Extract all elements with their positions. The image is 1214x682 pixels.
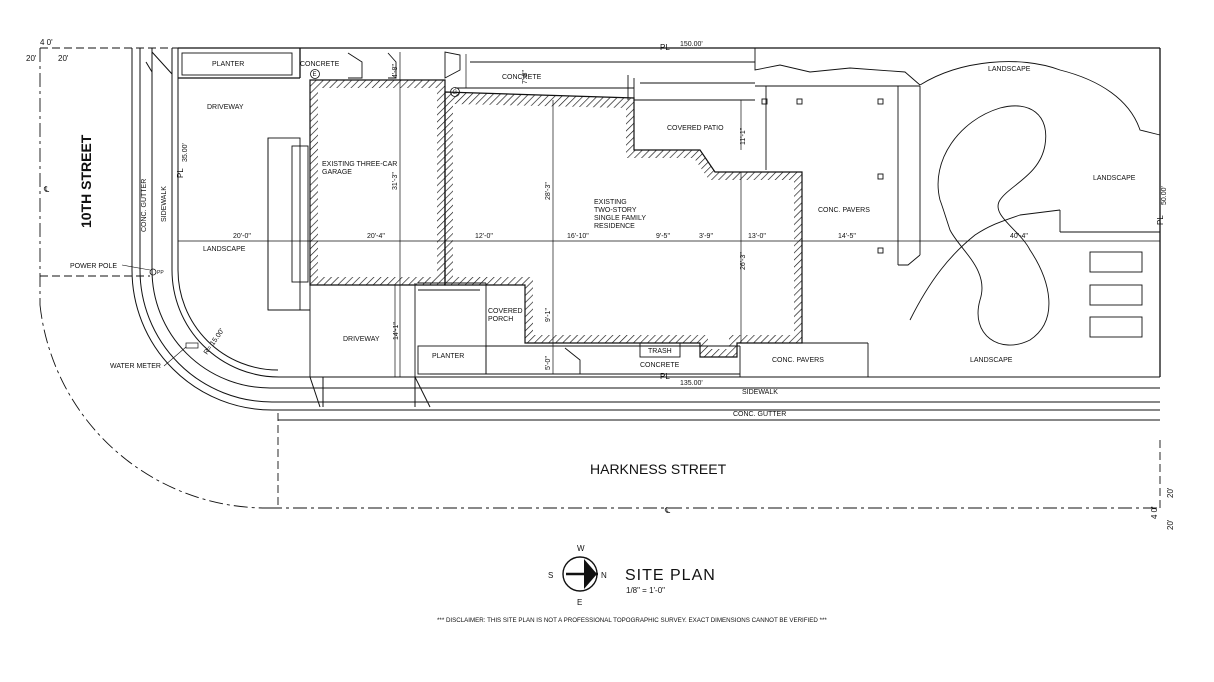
row-half-label: 20' — [1166, 487, 1175, 498]
power-pole-label: POWER POLE — [70, 263, 117, 270]
row-width-label: 4 0' — [40, 38, 53, 47]
compass-north: N — [601, 571, 607, 580]
pl-marker: PL — [1156, 215, 1165, 225]
pl-length: 50.00' — [1161, 186, 1168, 205]
dimension-label: 16'-10" — [567, 233, 589, 240]
residence-label: SINGLE FAMILY — [594, 215, 646, 222]
building-footprints — [309, 79, 803, 358]
centerline-symbol: ℄ — [664, 506, 671, 515]
leader-line — [163, 346, 187, 367]
dimension-label: 9'-5" — [656, 233, 670, 240]
title-block: SITE PLAN 1/8" = 1'-0" *** DISCLAIMER: T… — [437, 567, 827, 624]
water-meter-label: WATER METER — [110, 363, 161, 370]
compass: N S W E — [548, 544, 607, 607]
pl-marker: PL — [660, 43, 670, 52]
dimension-label: 13'-0" — [748, 233, 766, 240]
property-line-labels: PL 150.00' PL 135.00' PL 35.00' PL 50.00… — [176, 41, 1168, 387]
curbs-and-sidewalks — [131, 48, 1160, 421]
trash-label: TRASH — [648, 348, 672, 355]
north-arrow-icon — [584, 559, 597, 589]
area-labels: PLANTER CONCRETE CONCRETE LANDSCAPE DRIV… — [70, 61, 1136, 418]
covered-porch-label: COVERED — [488, 308, 523, 315]
dimension-label: 40'-4" — [1010, 233, 1028, 240]
dimension-label: 14'-5" — [838, 233, 856, 240]
concrete-label: CONCRETE — [640, 362, 680, 369]
residence-label: EXISTING — [594, 199, 627, 206]
concrete-label: CONCRETE — [300, 61, 340, 68]
plan-scale: 1/8" = 1'-0" — [626, 586, 665, 595]
dimension-label: 26'-3" — [740, 252, 747, 270]
residence-label: TWO-STORY — [594, 207, 637, 214]
pl-length: 35.00' — [182, 143, 189, 162]
pavers-label: CONC. PAVERS — [772, 357, 824, 364]
pl-length: 150.00' — [680, 41, 703, 48]
radius-label: R= 15.00' — [203, 328, 226, 357]
pl-length: 135.00' — [680, 380, 703, 387]
sidewalk-label: SIDEWALK — [161, 186, 168, 222]
planter-label: PLANTER — [212, 61, 244, 68]
disclaimer: *** DISCLAIMER: THIS SITE PLAN IS NOT A … — [437, 617, 827, 624]
compass-south: S — [548, 571, 553, 580]
side-street-name: 10TH STREET — [78, 134, 94, 228]
landscape-label: LANDSCAPE — [203, 246, 246, 253]
electric-meter-label: E — [313, 72, 317, 78]
gas-meter-label: G — [453, 90, 458, 96]
dimension-lines — [178, 52, 1160, 377]
dimension-label: 11'-1" — [740, 127, 747, 145]
centerline-symbol: ℄ — [43, 185, 50, 194]
dimension-label: 5'-0" — [545, 356, 552, 370]
front-street-name: HARKNESS STREET — [590, 461, 727, 477]
covered-porch-label: PORCH — [488, 316, 513, 323]
pl-marker: PL — [660, 372, 670, 381]
street-names: 10TH STREET HARKNESS STREET ℄ ℄ — [43, 134, 727, 515]
site-features — [181, 48, 1161, 377]
sidewalk-label: SIDEWALK — [742, 389, 778, 396]
plan-title: SITE PLAN — [625, 567, 716, 584]
row-half-label: 20' — [1166, 519, 1175, 530]
pl-marker: PL — [176, 168, 185, 178]
water-meter-icon — [185, 342, 199, 349]
dimension-label: 20'-0" — [233, 233, 251, 240]
dimension-label: 4'-8" — [392, 64, 399, 78]
power-pole-tag: PP — [157, 270, 164, 276]
gutter-label: CONC. GUTTER — [733, 411, 786, 418]
dimension-label: 12'-0" — [475, 233, 493, 240]
landscape-label: LANDSCAPE — [970, 357, 1013, 364]
compass-east: E — [577, 598, 582, 607]
gas-meter-icon — [450, 87, 460, 97]
dimension-label: 20'-4" — [367, 233, 385, 240]
landscape-label: LANDSCAPE — [1093, 175, 1136, 182]
dimension-label: 14'-1" — [393, 322, 400, 340]
garage-label: GARAGE — [322, 169, 352, 176]
dimension-label: 3'-9" — [699, 233, 713, 240]
driveway-label: DRIVEWAY — [207, 104, 244, 111]
street-centerlines — [39, 47, 1161, 509]
compass-west: W — [577, 544, 585, 553]
landscape-label: LANDSCAPE — [988, 66, 1031, 73]
property-boundary — [178, 47, 1161, 377]
residence-label: RESIDENCE — [594, 223, 635, 230]
covered-patio-label: COVERED PATIO — [667, 125, 724, 132]
dimension-label: 7'-8" — [522, 70, 529, 84]
row-half-label: 20' — [26, 54, 37, 63]
right-of-way-labels: 4 0' 20' 20' 4 0' 20' 20' — [26, 38, 1175, 530]
leader-line — [121, 264, 151, 271]
garage-label: EXISTING THREE-CAR — [322, 161, 397, 168]
gutter-label: CONC. GUTTER — [141, 179, 148, 232]
concrete-label: CONCRETE — [502, 74, 542, 81]
planter-label: PLANTER — [432, 353, 464, 360]
dimension-label: 28'-3" — [545, 182, 552, 200]
dimension-label: 31'-3" — [392, 172, 399, 190]
dimension-label: 9'-1" — [545, 308, 552, 322]
dimension-labels: 20'-0" 20'-4" 12'-0" 16'-10" 9'-5" 3'-9"… — [233, 64, 1028, 370]
row-width-label: 4 0' — [1150, 506, 1159, 519]
pavers-label: CONC. PAVERS — [818, 207, 870, 214]
driveway-label: DRIVEWAY — [343, 336, 380, 343]
electric-meter-icon — [310, 69, 320, 79]
power-pole-icon — [149, 268, 157, 276]
row-half-label: 20' — [58, 54, 69, 63]
